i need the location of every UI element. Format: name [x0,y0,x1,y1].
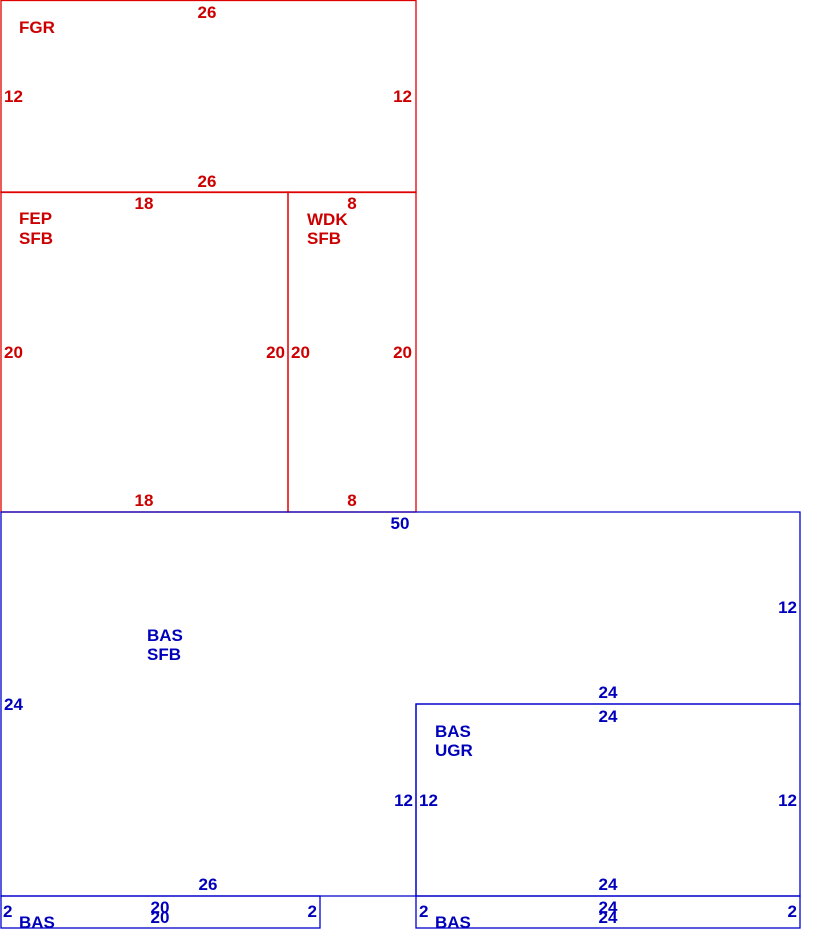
area-label: SFB [19,229,53,248]
area-bas-strip-right: BAS 24 24 2 2 [415,895,801,932]
dim-right: 12 [778,598,797,617]
dim-right: 12 [778,791,797,810]
dim-left: 12 [419,791,438,810]
area-label: BAS [147,626,183,645]
area-label: BAS [435,913,471,932]
dim-top: 8 [347,194,356,213]
dim-bottom: 20 [151,908,170,927]
dim-right: 12 [393,87,412,106]
dim-bottom: 26 [199,875,218,894]
area-label: SFB [147,645,181,664]
dim-right: 2 [308,902,317,921]
dim-inner-horizontal: 24 [599,683,618,702]
area-label: UGR [435,741,473,760]
bas-strip-right-outline [415,895,801,929]
dim-bottom: 8 [347,491,356,510]
dim-top: 24 [599,898,618,917]
dim-top: 26 [198,3,217,22]
bas-ugr-outline [415,703,801,897]
area-bas-ugr: BAS UGR 24 24 12 12 [415,703,801,897]
dim-left: 2 [419,902,428,921]
area-bas-strip-left: BAS 20 20 2 2 [0,895,321,932]
area-label: FGR [19,18,55,37]
dim-right: 20 [393,343,412,362]
area-label: BAS [435,722,471,741]
dim-bottom: 24 [599,908,618,927]
dim-left: 24 [4,695,23,714]
area-fep: FEP SFB 18 18 20 20 [0,191,289,513]
dim-top: 50 [391,514,410,533]
dim-right: 2 [788,902,797,921]
dim-left: 12 [4,87,23,106]
dim-bottom: 18 [135,491,154,510]
bas-strip-left-outline [0,895,321,929]
dim-left: 20 [291,343,310,362]
dim-inner-vertical: 12 [394,791,413,810]
dim-left: 2 [3,902,12,921]
area-fgr: FGR 26 26 12 12 [0,0,417,194]
dim-bottom: 26 [198,172,217,191]
fgr-outline [0,0,417,194]
dim-top: 20 [151,898,170,917]
area-label: BAS [19,913,55,932]
dim-left: 20 [4,343,23,362]
area-wdk: WDK SFB 8 8 20 20 [287,191,417,513]
dim-bottom: 24 [599,875,618,894]
dim-top: 18 [135,194,154,213]
area-label: WDK [307,210,348,229]
dim-top: 24 [599,707,618,726]
dim-right: 20 [266,343,285,362]
area-label: FEP [19,209,52,228]
area-label: SFB [307,229,341,248]
